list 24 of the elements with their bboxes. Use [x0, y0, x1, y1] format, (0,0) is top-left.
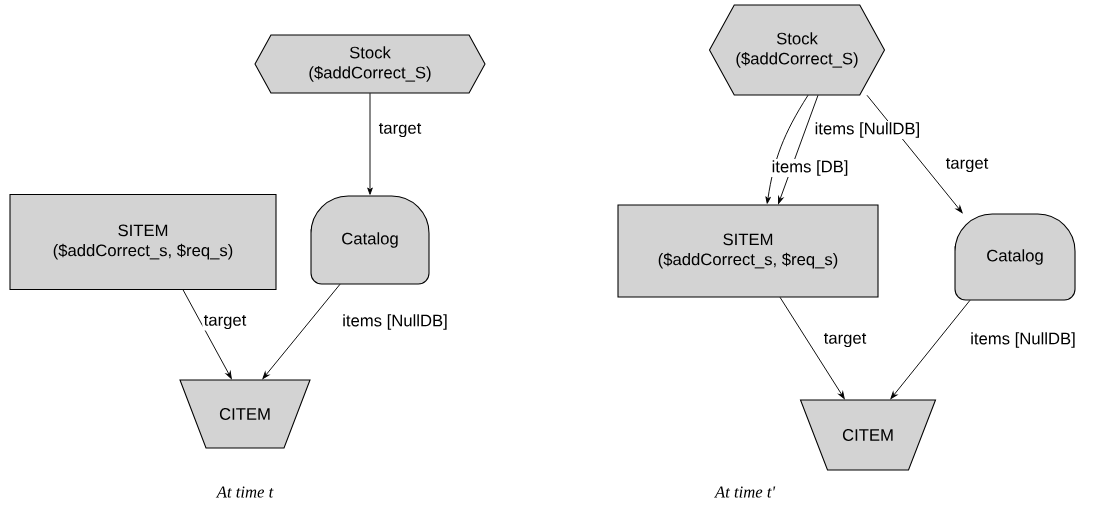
edge-label: target: [822, 331, 868, 349]
hexagon-node: Stock ($addCorrect_S): [254, 34, 486, 94]
caption: At time t: [215, 486, 274, 498]
edge-label: items [NullDB]: [813, 120, 922, 140]
caption: At time t': [714, 486, 776, 498]
arrow: [890, 299, 971, 400]
edge-label: target: [377, 121, 423, 139]
edge-label: items [NullDB]: [968, 330, 1078, 350]
edge-label: target: [944, 156, 990, 174]
arrow: [765, 94, 809, 204]
trapezoid-node: CITEM: [179, 379, 311, 449]
arrow: [262, 283, 341, 380]
process-box: SITEM ($addCorrect_s, $req_s): [617, 204, 879, 298]
arrow: [367, 92, 373, 195]
rounded-node: Catalog: [310, 195, 430, 285]
edge-label: items [NullDB]: [340, 312, 450, 332]
edge-label: items [DB]: [770, 158, 850, 178]
rounded-node: Catalog: [954, 213, 1076, 301]
arrow: [779, 296, 845, 400]
arrow: [182, 289, 232, 379]
hexagon-node: Stock ($addCorrect_S): [708, 4, 886, 96]
edge-label: target: [202, 313, 248, 331]
trapezoid-node: CITEM: [799, 399, 937, 471]
process-box: SITEM ($addCorrect_s, $req_s): [9, 193, 277, 291]
